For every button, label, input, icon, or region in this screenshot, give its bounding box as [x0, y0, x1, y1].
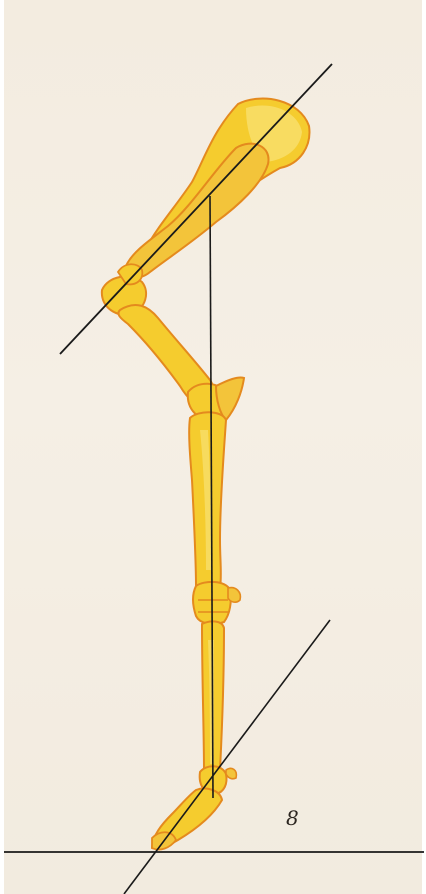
handwritten-mark: 8 — [286, 808, 299, 828]
lower-sesamoid — [226, 768, 236, 778]
humerus-bone — [126, 144, 269, 278]
hoof-axis-line — [124, 620, 330, 894]
sesamoid — [228, 588, 240, 603]
shoulder-axis-line — [60, 64, 332, 354]
